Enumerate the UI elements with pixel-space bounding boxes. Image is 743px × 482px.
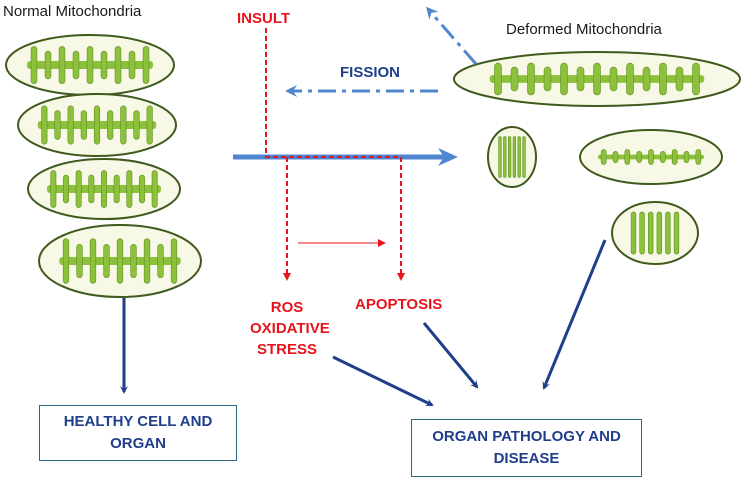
- deformed-mitochondrion-flat: [579, 129, 723, 185]
- deformed-mitochondrion-small: [611, 201, 699, 265]
- normal-mitochondrion-2: [17, 93, 177, 157]
- healthy-box-line-1: HEALTHY CELL AND: [63, 413, 213, 431]
- stress-label-line: STRESS: [256, 341, 317, 358]
- deformed-mitochondrion-elongated: [453, 51, 741, 107]
- deformed-to-pathology-arrow: [542, 239, 607, 390]
- deformed-mitochondrion-round: [487, 126, 537, 188]
- oxidative-label-line: OXIDATIVE: [250, 320, 330, 337]
- ros-to-pathology-arrow: [332, 355, 434, 407]
- pathology-box-line-2: DISEASE: [493, 450, 560, 467]
- healthy-cell-organ-box: HEALTHY CELL AND ORGAN: [39, 405, 237, 461]
- ros-oxidative-stress-label: ROS OXIDATIVE STRESS: [250, 297, 330, 360]
- apoptosis-label: APOPTOSIS: [355, 296, 443, 313]
- healthy-box-line-2: ORGAN: [110, 435, 166, 452]
- mitochondria-layer: [5, 34, 741, 298]
- normal-mitochondria-label: Normal Mitochondria: [3, 3, 142, 20]
- fission-label: FISSION: [340, 64, 401, 81]
- insult-label: INSULT: [237, 10, 291, 27]
- ros-label-line: ROS: [270, 299, 304, 316]
- normal-mitochondrion-3: [27, 158, 181, 220]
- organ-pathology-disease-box: ORGAN PATHOLOGY AND DISEASE: [411, 419, 642, 477]
- normal-mitochondrion-4: [38, 224, 202, 298]
- deformed-mitochondria-label: Deformed Mitochondria: [506, 21, 662, 38]
- normal-mitochondrion-1: [5, 34, 175, 96]
- pathology-box-line-1: ORGAN PATHOLOGY AND: [432, 428, 621, 446]
- fission-up-arrow: [426, 6, 478, 65]
- insult-dashed-line: [265, 28, 401, 158]
- apoptosis-to-pathology-arrow: [422, 322, 479, 389]
